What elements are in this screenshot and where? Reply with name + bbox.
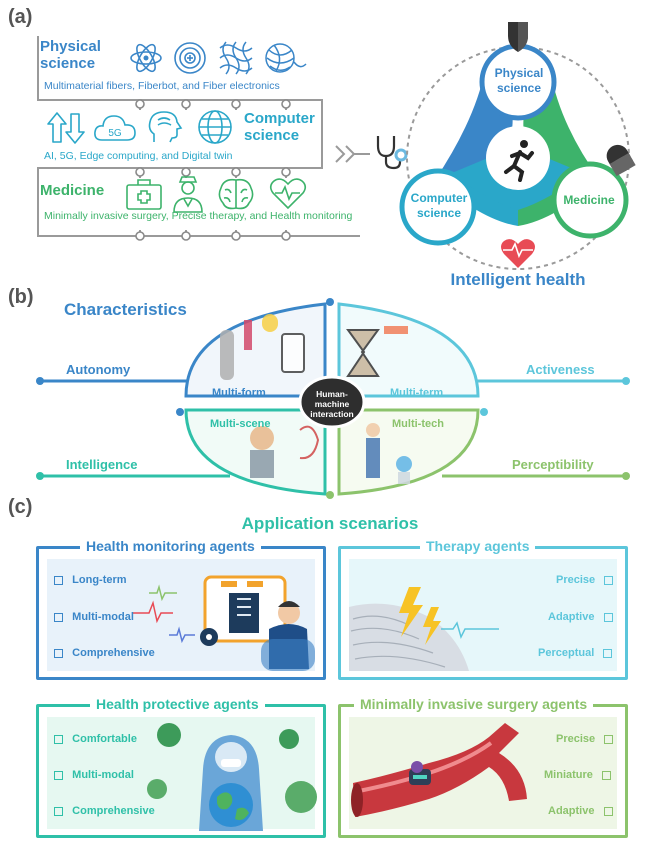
checkbox-icon: [54, 806, 63, 816]
health-monitoring-title: Health monitoring agents: [80, 538, 261, 554]
therapy-item: Adaptive: [548, 611, 613, 623]
health-monitoring-illustration: [133, 575, 315, 671]
characteristics-title: Characteristics: [64, 300, 187, 319]
physical-science-subtitle: Multimaterial fibers, Fiberbot, and Fibe…: [44, 80, 280, 92]
head-brain-icon: [148, 111, 183, 143]
therapy-card: [338, 546, 628, 680]
health-protective-panel: [47, 717, 315, 829]
autonomy-label: Autonomy: [66, 362, 131, 377]
panel-b-tag: (b): [8, 286, 34, 308]
intelligence-label: Intelligence: [66, 457, 138, 472]
minimally-invasive-surgery-item: Precise: [556, 733, 614, 745]
checkbox-icon: [54, 575, 63, 585]
multi-form-label: Multi-form: [212, 387, 266, 399]
upload-download-arrows-icon: [47, 112, 85, 144]
medicine-subtitle: Minimally invasive surgery, Precise ther…: [44, 210, 353, 222]
checkbox-icon: [603, 648, 613, 658]
health-monitoring-card: [36, 546, 326, 680]
minimally-invasive-surgery-item: Adaptive: [548, 805, 613, 817]
panel-a-tag: (a): [8, 6, 33, 28]
atom-icon: [130, 43, 162, 73]
doctor-icon: [173, 176, 203, 213]
health-monitoring-item: Long-term: [54, 574, 127, 586]
multi-term-label: Multi-term: [390, 387, 444, 399]
checkbox-icon: [603, 612, 613, 622]
stethoscope-icon: [376, 136, 408, 170]
checkbox-icon: [54, 734, 63, 744]
therapy-illustration: [349, 587, 499, 671]
health-protective-title: Health protective agents: [90, 696, 265, 712]
first-aid-kit-icon: [126, 179, 162, 210]
intelligent-health-triad: [399, 22, 636, 270]
activeness-label: Activeness: [526, 362, 595, 377]
panel-c-tag: (c): [8, 496, 33, 518]
blood-vessel-illustration: [351, 723, 527, 817]
checkbox-icon: [604, 734, 614, 744]
health-protective-item: Comfortable: [54, 733, 137, 745]
characteristics-diagram: [36, 298, 630, 499]
checkbox-icon: [603, 806, 613, 816]
cloud-5g-icon: 5G: [94, 115, 136, 141]
therapy-title: Therapy agents: [420, 538, 536, 554]
checkbox-icon: [54, 612, 63, 622]
panel-a-connector-frame: [37, 36, 360, 241]
yarn-ball-icon: [265, 43, 307, 73]
minimally-invasive-surgery-item: Miniature: [544, 769, 612, 781]
therapy-item: Perceptual: [538, 647, 613, 659]
computer-science-subtitle: AI, 5G, Edge computing, and Digital twin: [44, 150, 233, 162]
health-protective-item: Multi-modal: [54, 769, 134, 781]
woven-fabric-icon: [219, 41, 253, 75]
checkbox-icon: [602, 770, 612, 780]
health-monitoring-item: Comprehensive: [54, 647, 155, 659]
triad-medicine-label: Medicine: [563, 193, 615, 207]
health-protective-item: Comprehensive: [54, 805, 155, 817]
checkbox-icon: [54, 648, 63, 658]
globe-icon: [198, 110, 232, 144]
brain-icon: [218, 178, 254, 210]
checkbox-icon: [54, 770, 63, 780]
health-protective-illustration: [147, 723, 317, 831]
multi-tech-label: Multi-tech: [392, 418, 444, 430]
minimally-invasive-surgery-panel: [349, 717, 617, 829]
multi-scene-label: Multi-scene: [210, 418, 271, 430]
health-monitoring-item: Multi-modal: [54, 611, 134, 623]
cloud-5g-label: 5G: [108, 128, 122, 139]
fiber-cross-section-icon: [174, 42, 206, 74]
perceptibility-label: Perceptibility: [512, 457, 594, 472]
heart-pulse-icon: [269, 178, 307, 210]
health-protective-card: [36, 704, 326, 838]
medicine-title: Medicine: [40, 182, 105, 199]
flow-arrow-icon: [335, 145, 370, 163]
checkbox-icon: [604, 575, 614, 585]
intelligent-health-caption: Intelligent health: [450, 270, 586, 289]
minimally-invasive-surgery-title: Minimally invasive surgery agents: [354, 696, 594, 712]
application-scenarios-title: Application scenarios: [241, 514, 419, 533]
therapy-item: Precise: [556, 574, 614, 586]
